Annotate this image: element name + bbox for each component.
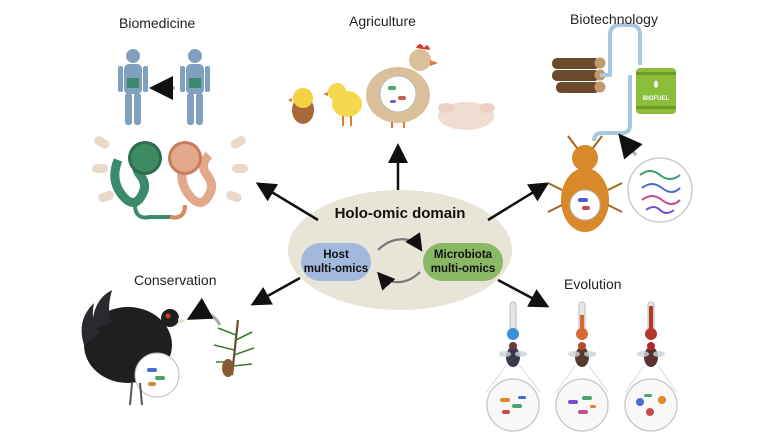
label-agriculture: Agriculture [349, 13, 416, 29]
gut-healthy-icon [110, 141, 162, 207]
chick-icon [323, 83, 362, 126]
microbiota-label: Microbiota [433, 249, 493, 261]
biomedicine-illustration [92, 49, 248, 220]
thermometer-warm-icon [576, 301, 588, 340]
protein-structure-icon [627, 157, 693, 223]
human-silhouette-icon [118, 49, 148, 125]
conservation-illustration [81, 290, 255, 406]
arrow-to-conservation [250, 276, 301, 306]
microbiome-circle-cold [486, 378, 540, 432]
gut-inflamed-icon [168, 141, 217, 207]
arrow-to-evolution [497, 278, 550, 308]
label-evolution: Evolution [564, 276, 622, 292]
cycle-arrow-top [377, 232, 423, 252]
arrow-to-biomedicine [255, 182, 319, 222]
thermometer-hot-icon [645, 301, 657, 340]
evolution-illustration [485, 301, 678, 432]
label-conservation: Conservation [134, 272, 217, 288]
label-biotechnology: Biotechnology [570, 11, 658, 27]
fly-icon [568, 342, 596, 367]
microbiota-sublabel: multi-omics [430, 263, 496, 275]
host-multi-omics-pill: Host multi-omics [301, 243, 371, 281]
chicken-icon [366, 44, 438, 128]
biofuel-label: BIOFUEL [643, 96, 670, 102]
beetle-icon [547, 135, 623, 232]
label-biomedicine: Biomedicine [119, 15, 196, 31]
roast-chicken-icon [438, 102, 495, 130]
arrow-to-biotechnology [487, 182, 550, 222]
pipe [592, 23, 642, 142]
hatching-chick-icon [288, 88, 314, 124]
microbiota-multi-omics-pill: Microbiota multi-omics [423, 243, 503, 281]
human-silhouette-icon [180, 49, 210, 125]
microbiome-circle-warm [555, 378, 609, 432]
microbiome-circle-hot [624, 378, 678, 432]
fly-icon [637, 342, 665, 367]
biotechnology-illustration: BIOFUEL [547, 23, 693, 232]
thermometer-cold-icon [507, 301, 519, 340]
logs-icon [552, 57, 606, 93]
cycle-arrow-bottom [377, 271, 421, 291]
capercaillie-icon [81, 290, 186, 406]
host-label: Host [323, 249, 349, 261]
holo-omic-domain-title: Holo-omic domain [334, 205, 466, 222]
biofuel-barrel-icon: BIOFUEL [636, 68, 676, 114]
fly-icon [499, 342, 527, 367]
host-sublabel: multi-omics [303, 263, 369, 275]
agriculture-illustration [288, 44, 495, 130]
pine-branch-icon [213, 319, 255, 377]
